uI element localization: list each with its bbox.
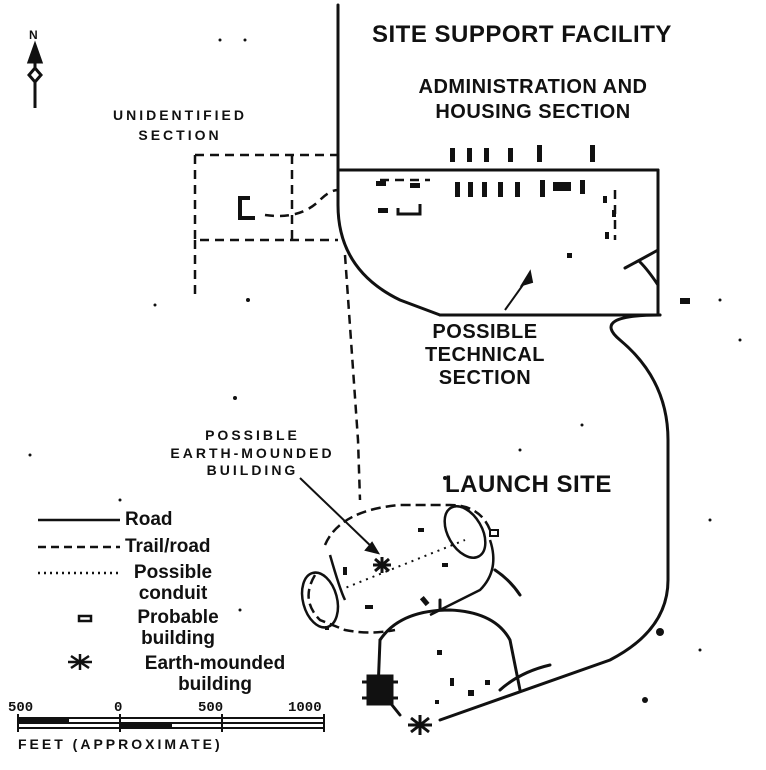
scale-bar (17, 714, 325, 732)
launch-outline-top (323, 503, 492, 546)
scale-tick-500: 500 (198, 700, 224, 716)
unidentified-line2: SECTION (138, 126, 222, 143)
launch-outline-inner (328, 554, 347, 601)
mounded-building-launch (373, 557, 391, 573)
road-connector (493, 568, 522, 597)
leader-lines (299, 269, 534, 555)
technical-section-label: POSSIBLE TECHNICAL SECTION (400, 322, 570, 389)
road-launch-inner (498, 663, 552, 692)
scale-caption: FEET (APPROXIMATE) (18, 736, 223, 752)
legend-conduit-label: Possible conduit (118, 563, 228, 603)
north-label: N (29, 28, 38, 42)
legend-conduit-line1: Possible (133, 562, 213, 583)
mounded-callout-label: POSSIBLE EARTH-MOUNDED BUILDING (145, 428, 360, 478)
trail-unidentified-curve (264, 188, 339, 218)
admin-buildings (238, 145, 690, 304)
road-tech-loop (438, 313, 670, 722)
legend-mounded-swatch (68, 654, 92, 670)
north-arrow-icon (26, 40, 44, 108)
technical-line2: TECHNICAL (424, 344, 546, 366)
launch-site-outline (300, 503, 495, 634)
admin-housing-label: ADMINISTRATION AND HOUSING SECTION (378, 77, 688, 123)
earth-mounded-buildings (362, 557, 432, 735)
mounded-callout-line1: POSSIBLE (205, 427, 300, 443)
mounded-building-large (362, 674, 398, 706)
road-admin-curve (623, 248, 660, 270)
mounded-building-south (408, 715, 432, 735)
scale-tick-1000: 1000 (288, 700, 322, 716)
conduit-line (339, 539, 466, 591)
site-support-label: SITE SUPPORT FACILITY (372, 21, 672, 48)
legend-mounded-line2: building (178, 674, 252, 695)
legend-graphics (38, 518, 120, 670)
launch-site-label: LAUNCH SITE (445, 471, 612, 498)
legend-building-line1: Probable (137, 607, 219, 628)
launch-outline-right (429, 539, 495, 617)
launch-buildings (325, 528, 499, 704)
trail-unidentified-box (193, 153, 338, 242)
road-admin-curve-2 (638, 260, 660, 287)
legend-building-label: Probable building (118, 608, 238, 648)
legend-building-swatch (77, 614, 93, 623)
trail-network (193, 153, 617, 501)
legend-conduit-line2: conduit (138, 583, 208, 604)
map-specks (28, 38, 742, 703)
legend-trail-label: Trail/road (125, 536, 211, 557)
legend-building-line2: building (141, 628, 215, 649)
legend-mounded-line1: Earth-mounded (144, 653, 286, 674)
road-launch-lower (378, 608, 522, 692)
technical-line1: POSSIBLE (432, 321, 538, 343)
admin-label-line2: HOUSING SECTION (435, 101, 631, 123)
launch-outline-left (307, 574, 396, 634)
leader-mounded (299, 477, 376, 551)
trail-to-launch (343, 254, 362, 501)
legend-mounded-label: Earth-mounded building (120, 654, 310, 694)
scale-tick-500-left: 500 (8, 700, 34, 716)
road-main-north (336, 3, 442, 317)
technical-line3: SECTION (438, 367, 532, 389)
admin-label-line1: ADMINISTRATION AND (418, 76, 648, 98)
unidentified-label: UNIDENTIFIED SECTION (75, 108, 285, 142)
mounded-callout-line2: EARTH-MOUNDED (170, 444, 335, 461)
launch-pad-right (443, 505, 487, 559)
legend-road-label: Road (125, 509, 173, 530)
mounded-callout-line3: BUILDING (206, 462, 299, 479)
scale-tick-0: 0 (114, 700, 123, 716)
unidentified-line1: UNIDENTIFIED (113, 107, 247, 123)
